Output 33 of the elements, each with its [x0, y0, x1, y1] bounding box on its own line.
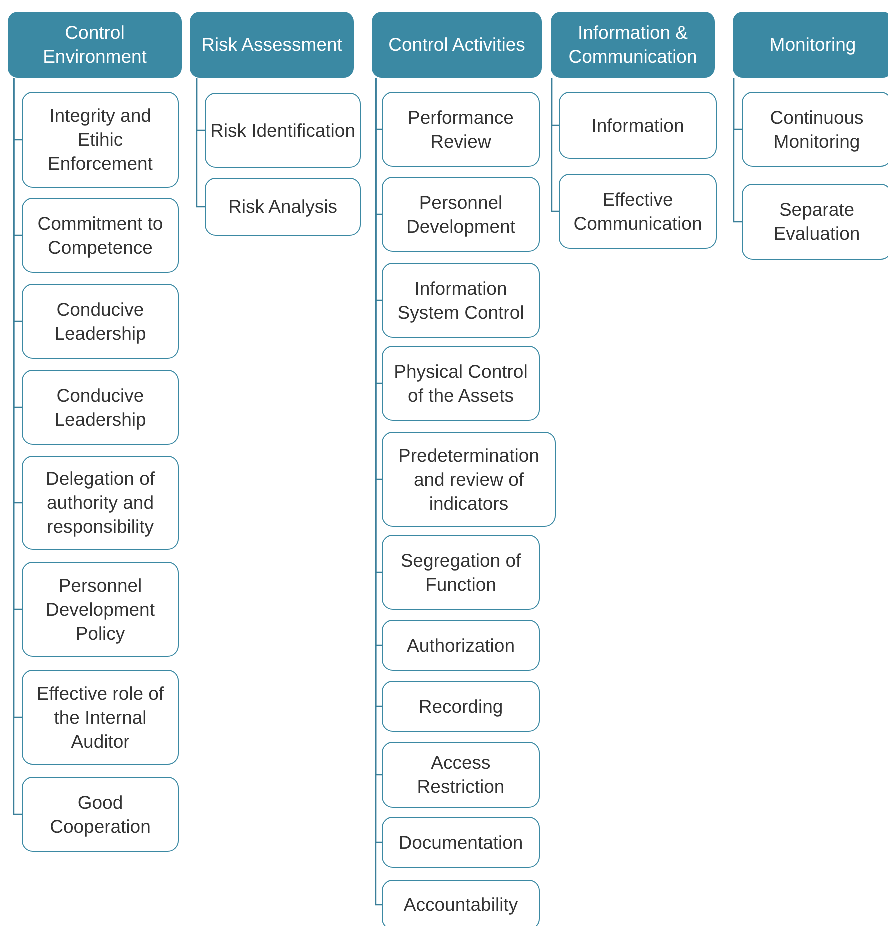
- item-box: Risk Analysis: [205, 178, 361, 236]
- connector-line: [551, 78, 559, 212]
- category-header: Risk Assessment: [190, 12, 354, 78]
- item-box: Predetermination and review of indicators: [382, 432, 556, 527]
- item-box: Access Restriction: [382, 742, 540, 808]
- item-box: Risk Identification: [205, 93, 361, 168]
- item-box: Physical Control of the Assets: [382, 346, 540, 421]
- category-header: Control Environment: [8, 12, 182, 78]
- item-box: Continuous Monitoring: [742, 92, 888, 167]
- item-box: Conducive Leadership: [22, 370, 179, 445]
- item-box: Conducive Leadership: [22, 284, 179, 359]
- item-box: Segregation of Function: [382, 535, 540, 610]
- category-header: Monitoring: [733, 12, 888, 78]
- item-box: Separate Evaluation: [742, 184, 888, 260]
- category-header: Information & Communication: [551, 12, 715, 78]
- category-header: Control Activities: [372, 12, 542, 78]
- item-box: Authorization: [382, 620, 540, 671]
- item-box: Personnel Development: [382, 177, 540, 252]
- item-box: Recording: [382, 681, 540, 732]
- item-box: Personnel Development Policy: [22, 562, 179, 657]
- item-box: Performance Review: [382, 92, 540, 167]
- item-box: Accountability: [382, 880, 540, 926]
- connector-line: [733, 78, 742, 223]
- item-box: Commitment to Competence: [22, 198, 179, 273]
- connector-line: [196, 78, 205, 208]
- item-box: Effective role of the Internal Auditor: [22, 670, 179, 765]
- item-box: Integrity and Etihic Enforcement: [22, 92, 179, 188]
- item-box: Information System Control: [382, 263, 540, 338]
- item-box: Delegation of authority and responsibility: [22, 456, 179, 550]
- item-box: Documentation: [382, 817, 540, 868]
- item-box: Effective Communication: [559, 174, 717, 249]
- item-box: Information: [559, 92, 717, 159]
- item-box: Good Cooperation: [22, 777, 179, 852]
